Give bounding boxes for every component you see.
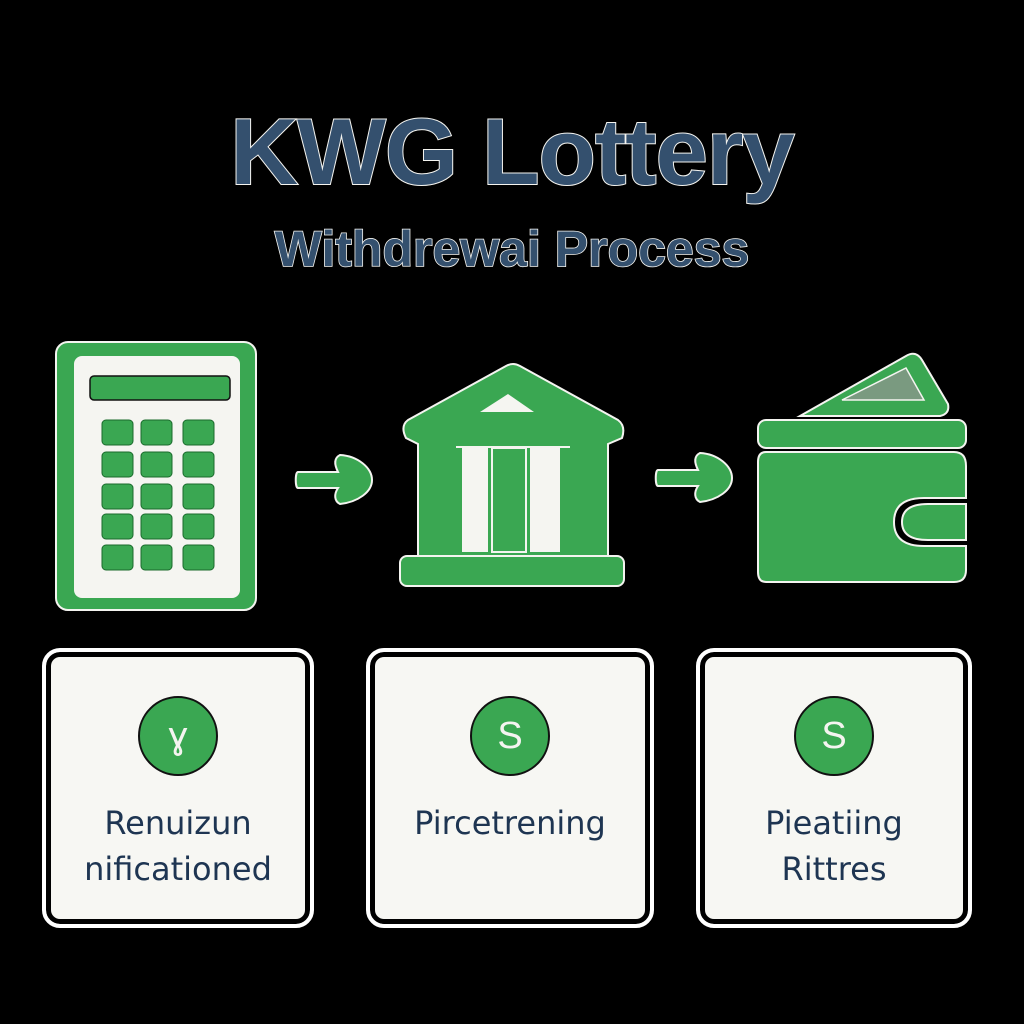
dollar-icon: S (794, 696, 874, 776)
check-icon: ɣ (138, 696, 218, 776)
calculator-icon (55, 341, 257, 611)
card-label-line1: Pieatiing (765, 804, 903, 842)
card-label-line1: Renuizun (104, 804, 252, 842)
card-label-line2: nificationed (84, 850, 272, 888)
dollar-icon: S (470, 696, 550, 776)
step-card-3: S Pieatiing Rittres (696, 648, 972, 928)
page-title: KWG Lottery (229, 98, 795, 205)
bank-icon (399, 363, 625, 587)
card-label-line2: Rittres (781, 850, 887, 888)
arrow-right-icon (654, 451, 734, 504)
wallet-icon (757, 352, 967, 583)
arrow-right-icon (294, 453, 374, 506)
card-label-line1: Pircetrening (414, 804, 606, 842)
step-card-2: S Pircetrening (366, 648, 654, 928)
page-subtitle: Withdrewai Process (274, 220, 750, 278)
step-card-1: ɣ Renuizun nificationed (42, 648, 314, 928)
